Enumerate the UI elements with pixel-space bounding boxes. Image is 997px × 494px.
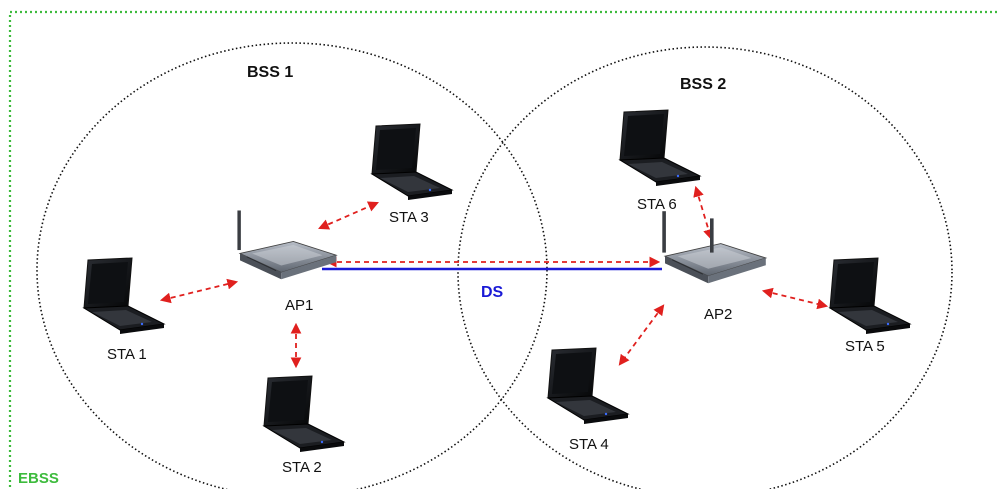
sta1-laptop-icon [83,257,165,335]
sta6-ap2-link [693,185,714,241]
sta3-laptop-icon [371,123,453,201]
sta1-ap1-link [159,278,239,304]
sta4-ap2-link [618,304,665,366]
ap1-router-icon [236,210,337,280]
sta3-ap1-link [318,201,379,230]
bss1-label: BSS 1 [247,64,294,81]
bss2-label: BSS 2 [680,76,727,93]
sta6-label: STA 6 [637,196,677,213]
sta2-laptop-icon [263,375,345,453]
ap1-label: AP1 [285,297,314,314]
sta4-laptop-icon [547,347,629,425]
bss2-coverage-circle [457,46,953,494]
sta1-label: STA 1 [107,346,147,363]
ap2-router-icon [661,210,767,284]
ebss-label: EBSS [18,470,59,487]
ds-label: DS [481,284,504,301]
sta5-laptop-icon [829,257,911,335]
sta3-label: STA 3 [389,209,429,226]
sta2-label: STA 2 [282,459,322,476]
sta5-ap2-link [761,287,829,310]
ap2-label: AP2 [704,306,733,323]
sta6-laptop-icon [619,109,701,187]
sta5-label: STA 5 [845,338,885,355]
ebss-boundary [8,10,997,494]
sta4-label: STA 4 [569,436,609,453]
